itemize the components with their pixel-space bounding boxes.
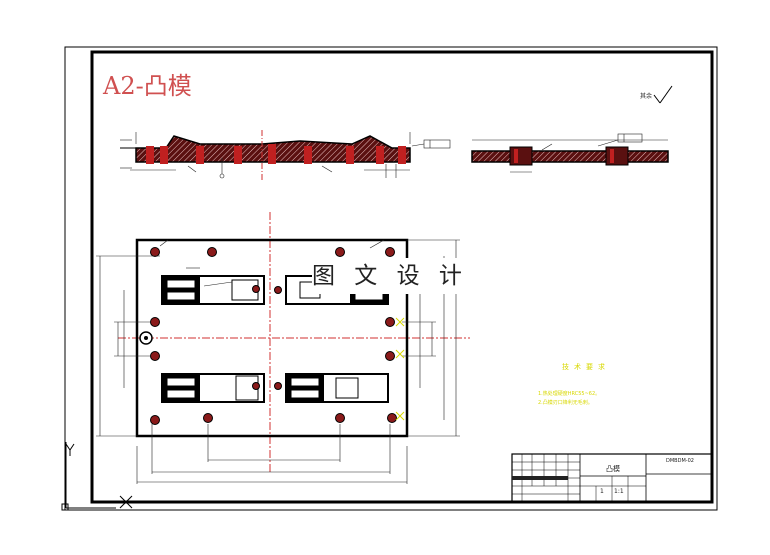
- inner-border: [90, 50, 714, 504]
- outer-border: [64, 46, 718, 511]
- title-block: [511, 453, 713, 503]
- title-block-qty: 1: [600, 488, 604, 495]
- watermark: 图 文 设 计: [312, 258, 462, 294]
- title-block-scale: 1:1: [614, 488, 624, 495]
- drawing-title: A2-凸模: [103, 72, 192, 100]
- title-block-drawing-no: DMBDM-02: [666, 458, 694, 464]
- plan-view: [96, 212, 470, 484]
- tech-requirement-2: 2.凸模刃口锋利无毛刺。: [538, 400, 593, 406]
- ucs-icon: [61, 442, 133, 511]
- roughness-symbol: [653, 85, 673, 104]
- section-view-front: [120, 130, 451, 180]
- tech-requirement-1: 1.热处理硬度HRC55~62。: [538, 391, 601, 397]
- section-view-side: [471, 133, 669, 173]
- roughness-label: 其余: [640, 93, 653, 100]
- title-block-part-name: 凸模: [606, 465, 620, 473]
- tech-requirements-title: 技术要求: [562, 363, 610, 371]
